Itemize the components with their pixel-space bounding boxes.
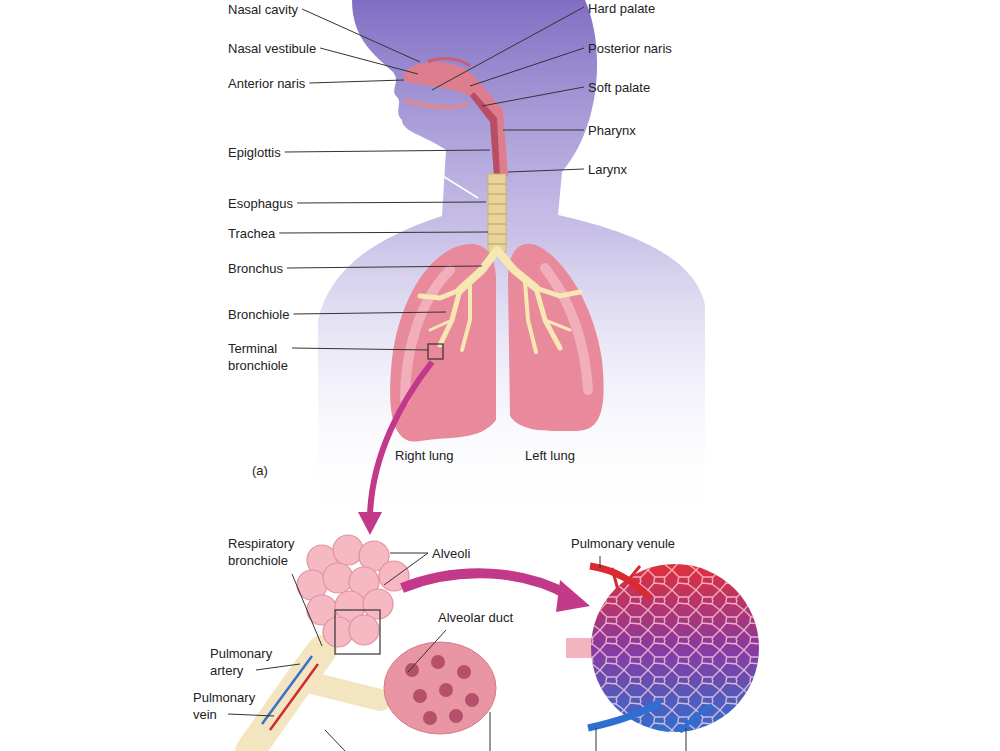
part-label: (a) [252, 462, 268, 479]
leader-line [320, 48, 418, 74]
part-label: Nasal cavity [228, 1, 298, 18]
leader-line [292, 574, 322, 646]
part-label: Pulmonary artery [210, 645, 290, 679]
leader-line [503, 130, 584, 131]
part-label: Hard palate [588, 0, 655, 17]
part-label: Alveoli [432, 545, 470, 562]
leader-line [508, 169, 584, 172]
part-label: Bronchus [228, 260, 283, 277]
leader-line [297, 202, 486, 203]
leader-line [600, 556, 601, 568]
part-label: Epiglottis [228, 144, 281, 161]
leader-line [293, 312, 446, 314]
leader-line [432, 7, 584, 90]
leader-line [228, 714, 274, 716]
leader-line [384, 553, 428, 585]
leader-line [470, 48, 584, 86]
leader-line [256, 664, 300, 670]
leader-line [390, 553, 428, 554]
part-label: Pulmonary venule [571, 535, 675, 552]
leader-line [482, 87, 584, 106]
leader-line [302, 9, 420, 62]
leader-line [287, 266, 482, 268]
part-label: Bronchiole [228, 306, 289, 323]
part-label: Posterior naris [588, 40, 672, 57]
part-label: Larynx [588, 161, 627, 178]
part-label: Pulmonary vein [193, 689, 273, 723]
leader-line [408, 630, 446, 672]
part-label: Pharynx [588, 122, 636, 139]
leader-line [292, 348, 428, 350]
part-label: Left lung [525, 447, 575, 464]
part-label: Respiratory bronchiole [228, 535, 318, 569]
part-label: Trachea [228, 225, 275, 242]
part-label: Anterior naris [228, 75, 305, 92]
leader-line [279, 232, 488, 233]
part-label: Right lung [395, 447, 454, 464]
part-label: Alveolar duct [438, 609, 513, 626]
part-label: Soft palate [588, 79, 650, 96]
part-label: Nasal vestibule [228, 40, 316, 57]
part-label: Terminal bronchiole [228, 340, 298, 374]
leader-line [285, 150, 490, 152]
leader-line [309, 80, 404, 83]
part-label: Esophagus [228, 195, 293, 212]
